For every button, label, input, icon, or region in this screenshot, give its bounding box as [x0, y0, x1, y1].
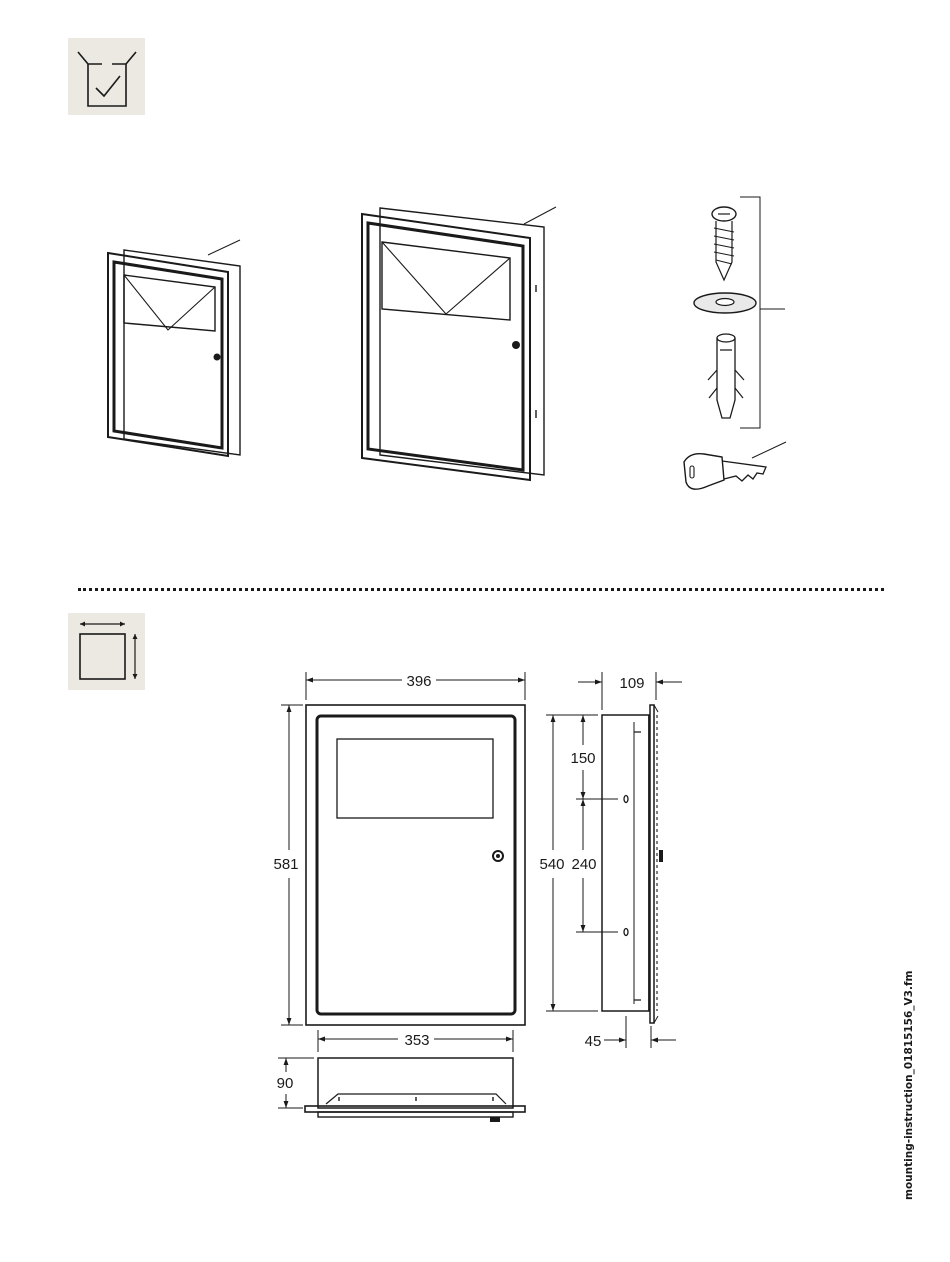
dim-label-bottom-depth: 90: [277, 1075, 294, 1092]
dimension-side-offset: 45: [585, 1016, 676, 1050]
dim-label-width-front: 396: [406, 673, 431, 690]
dimension-inner-width: 353: [318, 1030, 513, 1052]
dim-label-hole-offset-top: 150: [570, 750, 595, 767]
dimension-bottom-depth: 90: [277, 1058, 314, 1108]
dimension-hole-spacing: 240: [571, 799, 618, 932]
dimension-depth-top: 109: [578, 672, 682, 710]
dim-label-side-offset: 45: [585, 1033, 602, 1050]
footer-filename: mounting-instruction_01815156_V3.fm: [903, 970, 915, 1200]
dim-label-recess-height: 540: [539, 856, 564, 873]
dim-label-hole-spacing: 240: [571, 856, 596, 873]
fixing-kit-illustration: [684, 197, 786, 489]
large-dispenser-illustration: [362, 207, 556, 480]
dimension-width-front: 396: [306, 672, 525, 700]
side-view-drawing: [602, 705, 663, 1023]
small-dispenser-illustration: [108, 240, 240, 456]
bottom-view-drawing: [305, 1058, 525, 1122]
key-icon: [684, 442, 786, 489]
dimension-height-front: 581: [273, 705, 303, 1025]
dim-label-depth-top: 109: [619, 675, 644, 692]
dim-label-inner-width: 353: [404, 1032, 429, 1049]
dim-label-height-front: 581: [273, 856, 298, 873]
dimension-hole-offset-top: 150: [570, 715, 618, 799]
front-view-drawing: [306, 705, 525, 1025]
